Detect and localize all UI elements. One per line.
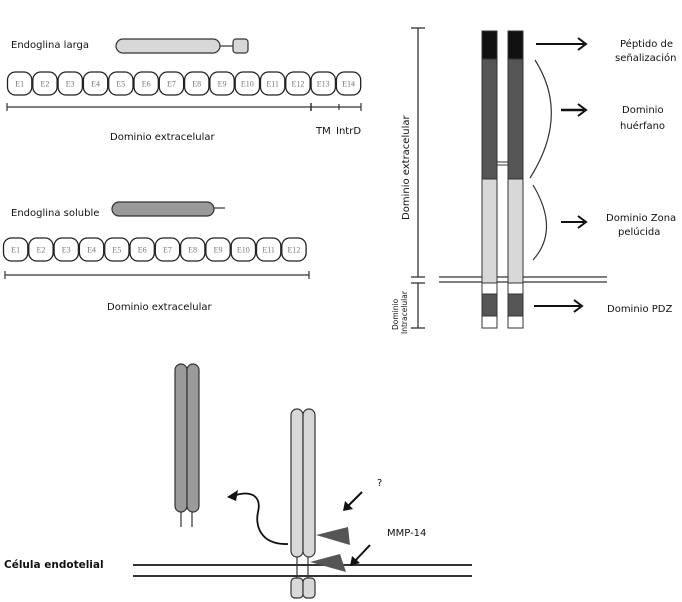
exon-box: E10 [230, 237, 257, 262]
soluble-domain-scale [4, 271, 310, 279]
pdz-domain-label: Dominio PDZ [607, 304, 672, 315]
exon-label: E12 [288, 246, 301, 255]
exon-box: E11 [259, 71, 286, 96]
arrow-right-icon [561, 215, 588, 229]
extracellular-bracket [411, 27, 425, 278]
disulfide-bridge [497, 161, 508, 166]
exon-label: E6 [138, 246, 147, 255]
exon-label: E12 [292, 80, 305, 89]
exon-box: E8 [179, 237, 206, 262]
zp-domain-label-1: Dominio Zona [606, 213, 676, 224]
soluble-endoglin-title: Endoglina soluble [11, 208, 99, 219]
tm-label: TM [315, 126, 331, 137]
exon-box: E1 [2, 237, 29, 262]
zp-domain-brace [532, 184, 548, 261]
long-endoglin-title: Endoglina larga [11, 40, 89, 51]
exon-label: E9 [214, 246, 223, 255]
intracellular-bracket [411, 282, 425, 329]
exon-label: E3 [62, 246, 71, 255]
arrow-right-icon [561, 103, 588, 117]
intracellular-label-1: Dominio [391, 298, 400, 330]
intracellular-label-2: Intracelular [400, 290, 409, 334]
exon-box: E12 [285, 71, 311, 96]
exon-box: E8 [183, 71, 210, 96]
unknown-protease-arrow-icon [343, 491, 363, 511]
exon-box: E5 [108, 71, 134, 96]
exon-box: E6 [129, 237, 155, 262]
exon-box: E5 [104, 237, 130, 262]
soluble-domain-label: Dominio extracelular [107, 302, 212, 313]
signal-peptide-label-1: Péptido de [620, 38, 673, 50]
endothelial-cell-label: Célula endotelial [4, 559, 104, 571]
exon-box: E14 [335, 71, 362, 96]
soluble-exon-row: E1 E2 E3 E4 E5 E6 E7 E8 E9 E10 E11 E12 [2, 237, 307, 262]
protease-cleavage-wedge [310, 527, 350, 572]
orphan-domain-label-1: Dominio [622, 105, 664, 116]
soluble-endoglin-dimer [174, 363, 200, 527]
exon-label: E4 [91, 80, 100, 89]
extracellular-vertical-label: Dominio extracelular [401, 115, 412, 220]
exon-box: E2 [28, 237, 54, 262]
intrd-label: IntrD [336, 126, 361, 137]
cell-membrane-c [133, 564, 472, 577]
mmp14-label: MMP-14 [387, 528, 426, 539]
exon-label: E7 [163, 246, 172, 255]
exon-label: E3 [66, 80, 75, 89]
exon-label: E8 [192, 80, 201, 89]
exon-box: E1 [6, 71, 33, 96]
exon-label: E11 [262, 246, 275, 255]
exon-label: E2 [41, 80, 50, 89]
exon-box: E3 [53, 237, 80, 262]
exon-box: E9 [209, 71, 235, 96]
exon-box: E3 [57, 71, 84, 96]
exon-label: E1 [11, 246, 20, 255]
exon-box: E7 [154, 237, 181, 262]
exon-label: E5 [116, 80, 125, 89]
soluble-endoglin-protein-shape [111, 201, 225, 217]
long-domain-scale [6, 103, 362, 111]
unknown-protease-label: ? [377, 478, 382, 489]
endoglin-monomer-right [507, 30, 524, 329]
long-domain-label: Dominio extracelular [110, 132, 215, 143]
long-exon-row: E1 E2 E3 E4 E5 E6 E7 E8 E9 E10 E11 E12 E13 E14 [6, 71, 362, 96]
exon-label: E14 [342, 80, 355, 89]
long-endoglin-protein-shape [115, 38, 249, 54]
endoglin-monomer-left [481, 30, 498, 329]
exon-box: E11 [255, 237, 282, 262]
exon-label: E8 [188, 246, 197, 255]
exon-box: E2 [32, 71, 58, 96]
exon-label: E2 [37, 246, 46, 255]
orphan-domain-brace [529, 59, 552, 179]
exon-label: E10 [241, 80, 254, 89]
exon-box: E4 [78, 237, 105, 262]
arrow-right-icon [534, 299, 584, 313]
exon-box: E4 [82, 71, 109, 96]
exon-box: E12 [281, 237, 307, 262]
exon-label: E9 [218, 80, 227, 89]
exon-label: E7 [167, 80, 176, 89]
arrow-right-icon [536, 37, 588, 51]
exon-label: E10 [237, 246, 250, 255]
exon-box: E10 [234, 71, 261, 96]
exon-label: E11 [266, 80, 279, 89]
exon-box: E6 [133, 71, 159, 96]
exon-label: E5 [112, 246, 121, 255]
exon-label: E13 [317, 80, 330, 89]
exon-box: E9 [205, 237, 231, 262]
zp-domain-label-2: pelúcida [618, 226, 660, 238]
orphan-domain-label-2: huérfano [620, 120, 665, 132]
membrane-endoglin-dimer [290, 408, 316, 599]
exon-box: E7 [158, 71, 185, 96]
exon-label: E1 [15, 80, 24, 89]
signal-peptide-label-2: señalización [615, 52, 677, 64]
exon-label: E6 [142, 80, 151, 89]
shedding-arrow-icon [227, 490, 289, 545]
mmp14-arrow-icon [350, 544, 371, 566]
exon-label: E4 [87, 246, 96, 255]
exon-box: E13 [310, 71, 337, 96]
